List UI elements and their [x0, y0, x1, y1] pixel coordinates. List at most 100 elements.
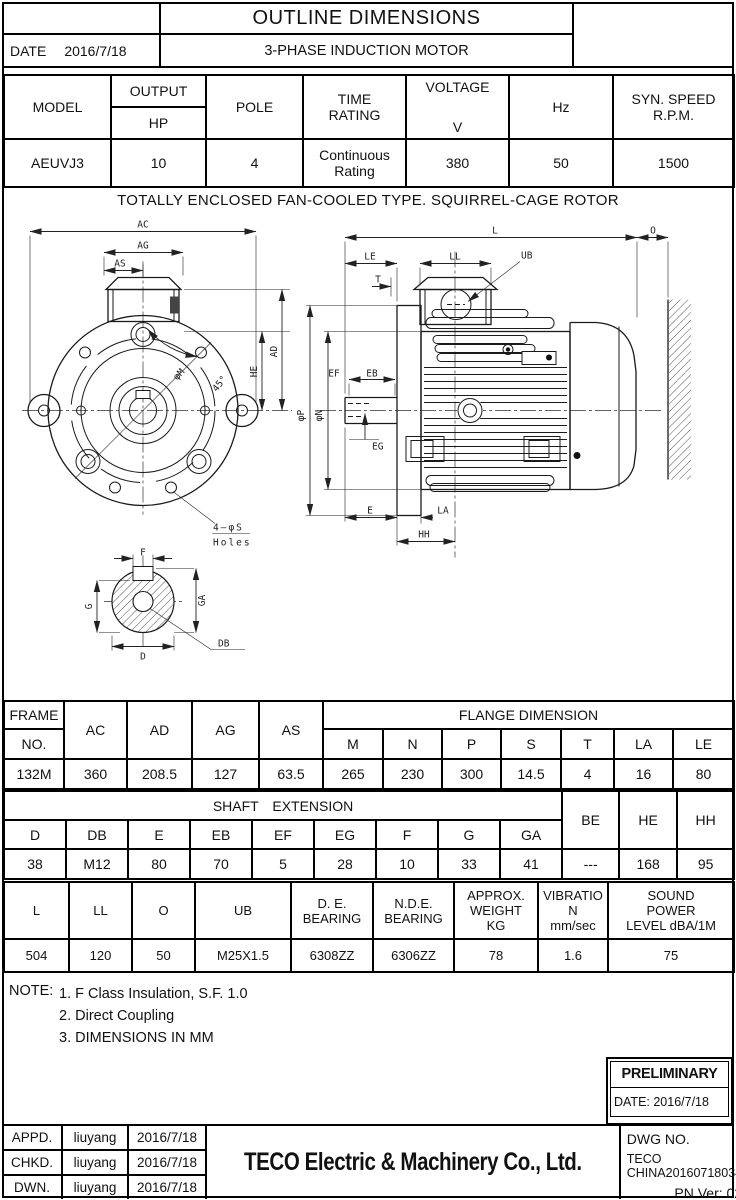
- col-header-f: F: [375, 819, 439, 850]
- value-t: 4: [560, 758, 615, 790]
- flange-dimension-table: FRAME AC AD AG AS FLANGE DIMENSION NO. M…: [3, 700, 736, 790]
- dwg-block: DWG NO. TECO CHINA20160718034 PN Ver: 02: [621, 1126, 736, 1200]
- dim-label-g: G: [84, 603, 95, 609]
- dim-label-ll: LL: [449, 252, 461, 263]
- dim-label-phi-n: φN: [314, 410, 325, 422]
- dim-label-ef: EF: [328, 369, 340, 380]
- value-de-bearing: 6308ZZ: [290, 938, 374, 973]
- spec-output-header: OUTPUT: [110, 74, 207, 108]
- value-he: 168: [618, 848, 679, 880]
- dim-label-f: F: [140, 548, 146, 559]
- dim-label-t: T: [375, 275, 381, 286]
- value-weight: 78: [453, 938, 539, 973]
- dim-label-phi-p: φP: [296, 410, 307, 422]
- dim-label-ag: AG: [137, 241, 149, 252]
- dim-label-eg: EG: [372, 442, 384, 453]
- col-header-ag: AG: [191, 700, 260, 760]
- value-ll: 120: [68, 938, 133, 973]
- dim-label-l: L: [492, 226, 498, 237]
- approval-role: APPD.: [3, 1126, 63, 1151]
- approval-role: DWN.: [3, 1174, 63, 1199]
- value-ub: M25X1.5: [194, 938, 292, 973]
- dim-label-phi-m: φM: [171, 367, 187, 383]
- col-header-ac: AC: [63, 700, 128, 760]
- spec-model-value: AEUVJ3: [3, 138, 112, 188]
- frame-no-header: NO.: [3, 728, 65, 760]
- value-l: 504: [3, 938, 70, 973]
- spec-time-header: TIME RATING: [302, 74, 407, 140]
- date-value: 2016/7/18: [64, 42, 127, 59]
- dim-label-o: O: [650, 226, 656, 237]
- value-as: 63.5: [258, 758, 324, 790]
- note-item-3: 3. DIMENSIONS IN MM: [59, 1030, 214, 1046]
- preliminary-date: DATE: 2016/7/18: [614, 1095, 709, 1109]
- company-name: TECO Electric & Machinery Co., Ltd.: [244, 1148, 582, 1176]
- note-label: NOTE:: [9, 983, 54, 999]
- note-item-2: 2. Direct Coupling: [59, 1008, 175, 1024]
- spec-table: MODEL OUTPUT POLE TIME RATING VOLTAGE V …: [3, 74, 735, 188]
- col-header-eb: EB: [189, 819, 253, 850]
- value-ac: 360: [63, 758, 128, 790]
- value-ad: 208.5: [126, 758, 193, 790]
- title-center: OUTLINE DIMENSIONS 3-PHASE INDUCTION MOT…: [161, 4, 574, 66]
- spec-model-header: MODEL: [3, 74, 112, 140]
- value-o: 50: [131, 938, 196, 973]
- col-header-eg: EG: [313, 819, 377, 850]
- value-hh: 95: [676, 848, 736, 880]
- flange-group-header: FLANGE DIMENSION: [321, 700, 736, 730]
- approval-name: liuyang: [61, 1174, 129, 1199]
- frame-header: FRAME: [3, 700, 65, 730]
- empty-title-cell: [574, 4, 732, 66]
- spec-syn-value: 1500: [612, 138, 735, 188]
- spec-voltage-header: VOLTAGE V: [405, 74, 510, 140]
- value-db: M12: [65, 848, 129, 880]
- note-section: NOTE: 1. F Class Insulation, S.F. 1.0 2.…: [3, 975, 733, 1124]
- value-g: 33: [437, 848, 501, 880]
- value-ga: 41: [498, 848, 564, 880]
- col-header-l: L: [3, 881, 70, 940]
- value-f: 10: [375, 848, 439, 880]
- dim-label-e: E: [367, 506, 373, 517]
- dim-label-d: D: [140, 652, 146, 663]
- value-m: 265: [322, 758, 384, 790]
- dim-label-le: LE: [364, 252, 376, 263]
- value-nde-bearing: 6306ZZ: [372, 938, 455, 973]
- col-header-hh: HH: [676, 790, 736, 850]
- col-header-ef: EF: [251, 819, 315, 850]
- col-header-he: HE: [618, 790, 679, 850]
- misc-dimension-table: L LL O UB D. E. BEARING N.D.E. BEARING A…: [3, 881, 735, 973]
- dim-label-db: DB: [218, 639, 230, 650]
- dwg-no-label: DWG NO.: [626, 1131, 690, 1147]
- col-header-ub: UB: [194, 881, 292, 940]
- preliminary-title: PRELIMINARY: [611, 1062, 728, 1088]
- value-sound: 75: [607, 938, 735, 973]
- company-cell: TECO Electric & Machinery Co., Ltd.: [207, 1126, 621, 1199]
- dim-label-ga: GA: [197, 595, 208, 607]
- spec-hz-header: Hz: [508, 74, 614, 140]
- dim-label-45deg: 45°: [210, 374, 229, 394]
- spec-pole-header: POLE: [205, 74, 304, 140]
- col-header-as: AS: [258, 700, 324, 760]
- col-header-de-bearing: D. E. BEARING: [290, 881, 374, 940]
- col-header-n: N: [382, 728, 443, 760]
- empty-cell: [4, 4, 159, 35]
- spec-hz-value: 50: [508, 138, 614, 188]
- col-header-e: E: [127, 819, 191, 850]
- date-block: DATE 2016/7/18: [4, 4, 161, 66]
- dim-label-ad: AD: [269, 346, 280, 358]
- col-header-la: LA: [613, 728, 674, 760]
- col-header-be: BE: [561, 790, 621, 850]
- drawing-caption: TOTALLY ENCLOSED FAN-COOLED TYPE. SQUIRR…: [117, 192, 619, 209]
- col-header-ga: GA: [498, 819, 564, 850]
- motor-outline-drawing: φM 45° AC AG AS: [22, 220, 691, 663]
- col-header-weight: APPROX. WEIGHT KG: [453, 881, 539, 940]
- dwg-no-value: TECO CHINA20160718034: [626, 1152, 736, 1180]
- value-ag: 127: [191, 758, 260, 790]
- drawing-area: TOTALLY ENCLOSED FAN-COOLED TYPE. SQUIRR…: [3, 186, 733, 698]
- value-vibration: 1.6: [537, 938, 609, 973]
- value-p: 300: [441, 758, 502, 790]
- shaft-group-header: SHAFT EXTENSION: [2, 790, 564, 821]
- wall-hatch: [669, 299, 691, 480]
- approval-name: liuyang: [61, 1126, 129, 1151]
- approval-row: CHKD. liuyang 2016/7/18: [3, 1148, 205, 1177]
